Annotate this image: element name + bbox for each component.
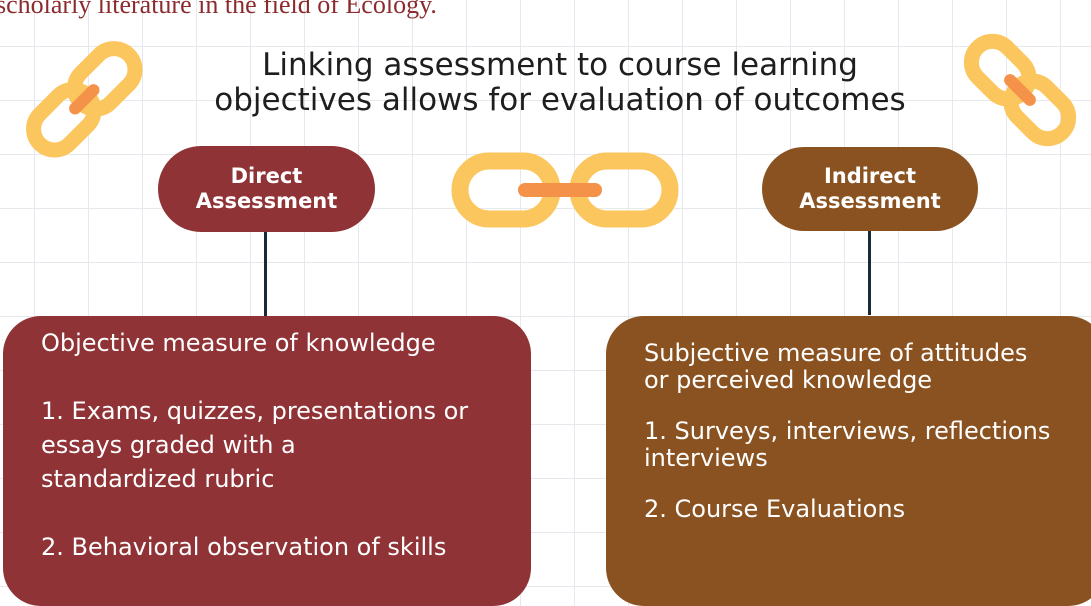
direct-label-line-1: Direct	[230, 164, 303, 188]
direct-item-1-line-2: essays graded with a	[41, 431, 296, 459]
indirect-label-line-2: Assessment	[799, 189, 941, 213]
direct-item-1-line-3: standardized rubric	[41, 465, 275, 493]
indirect-assessment-label: Indirect Assessment	[762, 147, 978, 231]
indirect-label-line-1: Indirect	[823, 164, 917, 188]
headline-line-2: objectives allows for evaluation of outc…	[214, 82, 906, 118]
direct-assessment-card: Objective measure of knowledge 1. Exams,…	[3, 316, 531, 606]
indirect-item-1-line-2: interviews	[644, 444, 768, 472]
indirect-item-1-line-1: 1. Surveys, interviews, reflections	[644, 417, 1051, 445]
chain-link-icon	[963, 33, 1077, 147]
direct-item-1-line-1: 1. Exams, quizzes, presentations or	[41, 397, 469, 425]
indirect-connector-line	[868, 231, 871, 315]
direct-assessment-label: Direct Assessment	[158, 146, 375, 232]
indirect-item-2: 2. Course Evaluations	[644, 495, 906, 523]
indirect-measure-line-1: Subjective measure of attitudes	[644, 339, 1028, 367]
chain-link-icon	[26, 41, 143, 158]
caption: scholarly literature in the field of Eco…	[0, 0, 437, 19]
direct-connector-line	[264, 232, 267, 316]
direct-measure: Objective measure of knowledge	[41, 329, 436, 357]
headline: Linking assessment to course learning ob…	[160, 48, 960, 118]
direct-item-2: 2. Behavioral observation of skills	[41, 533, 447, 561]
indirect-measure-line-2: or perceived knowledge	[644, 366, 933, 394]
direct-label-line-2: Assessment	[195, 189, 338, 213]
chain-link-icon	[451, 152, 679, 228]
headline-line-1: Linking assessment to course learning	[262, 47, 858, 83]
indirect-assessment-card: Subjective measure of attitudes or perce…	[606, 316, 1091, 606]
